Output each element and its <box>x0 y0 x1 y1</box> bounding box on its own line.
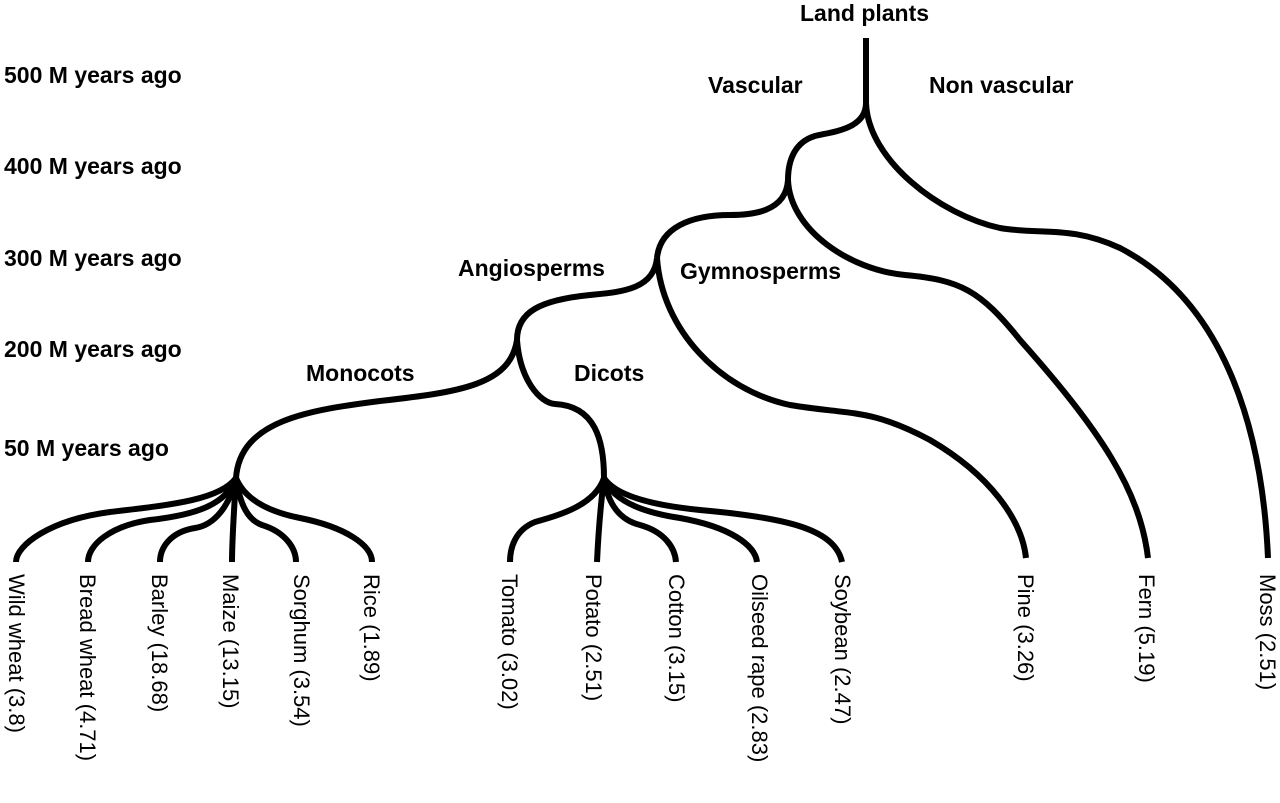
time-label-200: 200 M years ago <box>4 336 182 362</box>
clade-label-vascular: Vascular <box>708 72 803 98</box>
clade-label-angiosperms: Angiosperms <box>458 255 605 281</box>
branch-tomato <box>507 476 607 563</box>
branch-dicots <box>514 339 607 479</box>
time-label-50: 50 M years ago <box>4 435 169 461</box>
branch-rice <box>233 476 375 563</box>
leaf-label-barley: Barley (18.68) <box>147 574 172 713</box>
branch-fern <box>785 179 1151 559</box>
branch-barley <box>157 477 239 563</box>
branch-pine <box>654 257 1029 559</box>
leaf-label-soybean: Soybean (2.47) <box>830 574 855 725</box>
time-label-500: 500 M years ago <box>4 62 182 88</box>
leaf-label-oilseed-rape: Oilseed rape (2.83) <box>747 574 772 763</box>
leaf-label-tomato: Tomato (3.02) <box>497 574 522 710</box>
branch-oilseed-rape <box>601 476 760 563</box>
branch-cotton <box>601 477 679 563</box>
title-land-plants: Land plants <box>800 0 930 26</box>
leaf-label-sorghum: Sorghum (3.54) <box>289 574 314 727</box>
branch-sorghum <box>233 477 299 563</box>
branch-soybean <box>601 476 845 563</box>
leaf-label-maize: Maize (13.15) <box>218 574 243 709</box>
clade-label-monocots: Monocots <box>306 360 415 386</box>
leaf-label-cotton: Cotton (3.15) <box>664 574 689 703</box>
clade-label-gymnosperms: Gymnosperms <box>680 258 842 284</box>
branch-vascular <box>785 102 869 181</box>
branch-monocots <box>233 339 520 479</box>
leaf-label-bread-wheat: Bread wheat (4.71) <box>75 574 100 762</box>
leaf-label-potato: Potato (2.51) <box>581 574 606 702</box>
leaf-label-pine: Pine (3.26) <box>1013 574 1038 682</box>
time-label-300: 300 M years ago <box>4 245 182 271</box>
leaf-label-fern: Fern (5.19) <box>1134 574 1159 683</box>
branch-seed-plants <box>654 179 791 259</box>
branch-wild-wheat <box>13 476 239 563</box>
clade-label-dicots: Dicots <box>574 360 645 386</box>
leaf-label-wild-wheat: Wild wheat (3.8) <box>4 574 29 733</box>
branch-angiosperms <box>514 257 660 341</box>
leaf-label-moss: Moss (2.51) <box>1255 574 1280 691</box>
branch-bread-wheat <box>85 476 239 563</box>
time-label-400: 400 M years ago <box>4 153 182 179</box>
branch-moss <box>863 102 1271 559</box>
leaf-label-rice: Rice (1.89) <box>359 574 384 682</box>
clade-label-non-vascular: Non vascular <box>929 72 1074 98</box>
